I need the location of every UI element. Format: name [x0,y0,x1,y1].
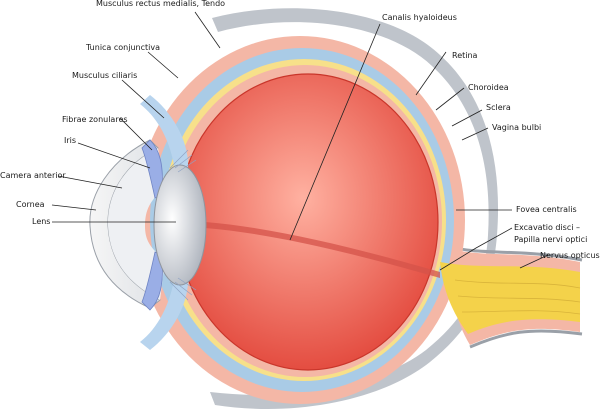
label-musculus-rectus: Musculus rectus medialis, Tendo [96,0,225,8]
camera-anterior-shape [107,148,165,300]
label-tunica-conjunctiva: Tunica conjunctiva [85,43,160,52]
label-retina: Retina [452,51,478,60]
hyaloid-canal [205,222,440,278]
label-canalis-hyaloideus: Canalis hyaloideus [382,13,457,22]
label-fovea-centralis: Fovea centralis [516,205,577,214]
optic-nerve-fibers [454,279,581,315]
label-excavatio-line1: Excavatio disci – [514,223,580,232]
lens-shape [153,164,207,286]
label-fibrae-zonulares: Fibrae zonulares [62,115,128,124]
label-musculus-ciliaris: Musculus ciliaris [72,71,137,80]
zonular-fibers [169,149,197,301]
label-iris: Iris [64,136,76,145]
label-camera-anterior: Camera anterior [0,171,66,180]
label-cornea: Cornea [16,200,45,209]
iris-lower [141,251,163,311]
label-choroidea: Choroidea [468,83,509,92]
leader-lines [51,11,549,271]
label-sclera: Sclera [486,103,511,112]
label-excavatio-line2: Papilla nervi optici [514,235,587,244]
ciliary-region [140,95,189,170]
ciliary-region-lower [140,275,189,350]
label-lens: Lens [32,217,50,226]
label-vagina-bulbi: Vagina bulbi [492,123,541,132]
vitreous-body [177,73,439,371]
label-nervus-opticus: Nervus opticus [540,251,600,260]
iris-upper [141,139,163,199]
